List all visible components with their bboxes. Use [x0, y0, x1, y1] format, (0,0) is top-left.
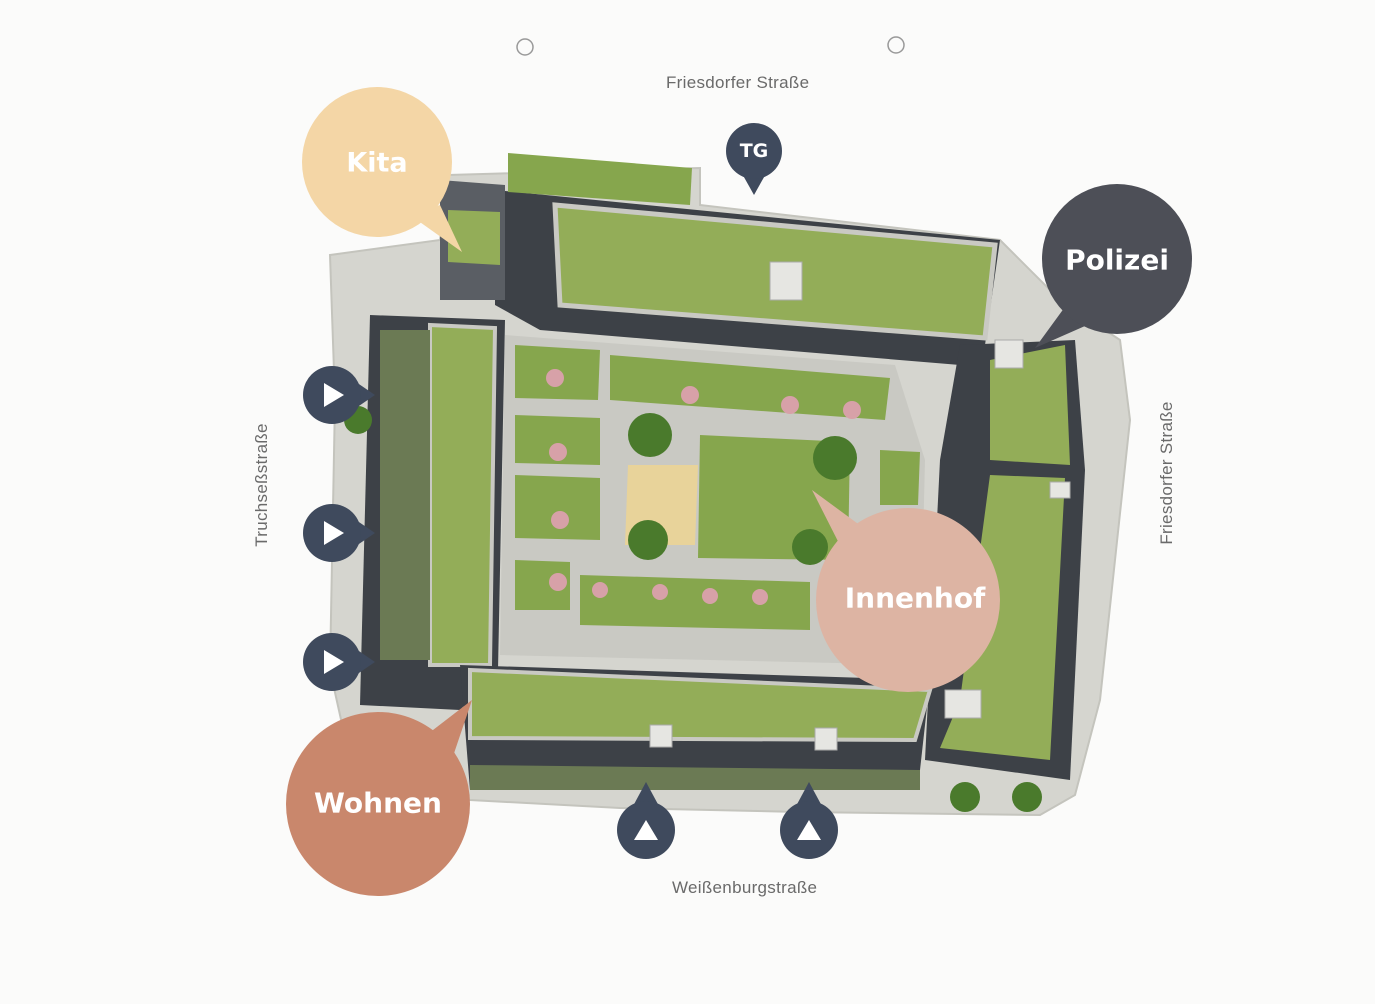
- central-lawn: [698, 435, 850, 560]
- tree: [950, 782, 980, 812]
- south-front-gardens: [470, 765, 920, 790]
- blossom-tree: [843, 401, 861, 419]
- roof-stair-house: [769, 261, 803, 301]
- private-garden: [580, 575, 810, 630]
- up-triangle-icon: [797, 820, 821, 840]
- private-garden: [515, 475, 600, 540]
- east-roof-north: [990, 345, 1070, 465]
- north-strip: [508, 153, 692, 205]
- blossom-tree: [549, 443, 567, 461]
- west-terraces: [380, 330, 430, 660]
- south-entrance-marker-1[interactable]: [617, 782, 675, 859]
- wohnen-label: Wohnen: [314, 786, 442, 820]
- tg-marker[interactable]: [726, 123, 782, 195]
- kita-bubble: [302, 87, 462, 252]
- blossom-tree: [546, 369, 564, 387]
- private-garden: [610, 355, 890, 420]
- punch-hole: [516, 38, 534, 56]
- roof-stair-house: [814, 727, 838, 751]
- street-label-west: Truchseßstraße: [252, 423, 271, 547]
- tree: [628, 413, 672, 457]
- blossom-tree: [551, 511, 569, 529]
- play-arrow-icon: [324, 383, 344, 407]
- street-label-north: Friesdorfer Straße: [666, 73, 810, 92]
- play-arrow-icon: [324, 650, 344, 674]
- roof-stair-house: [994, 339, 1024, 369]
- punch-hole: [887, 36, 905, 54]
- west-roof: [428, 322, 498, 667]
- polizei-label: Polizei: [1065, 243, 1169, 277]
- west-entrance-marker-3[interactable]: [303, 633, 375, 691]
- street-label-east: Friesdorfer Straße: [1157, 401, 1176, 545]
- wohnen-bubble: [286, 700, 472, 896]
- south-entrance-marker-2[interactable]: [780, 782, 838, 859]
- east-roof-south: [940, 475, 1065, 760]
- roof-stair-house: [944, 689, 982, 719]
- blossom-tree: [752, 589, 768, 605]
- blossom-tree: [652, 584, 668, 600]
- blossom-tree: [549, 573, 567, 591]
- private-garden: [515, 560, 570, 610]
- private-garden: [515, 415, 600, 465]
- blossom-tree: [681, 386, 699, 404]
- west-entrance-marker-2[interactable]: [303, 504, 375, 562]
- polizei-bubble: [1035, 184, 1192, 348]
- south-roof: [468, 667, 933, 743]
- kita-label: Kita: [346, 147, 408, 179]
- roof-stair-house: [649, 724, 673, 748]
- blossom-tree: [781, 396, 799, 414]
- tree: [1012, 782, 1042, 812]
- street-label-south: Weißenburgstraße: [672, 878, 818, 897]
- up-triangle-icon: [634, 820, 658, 840]
- innenhof-bubble: [812, 490, 1000, 692]
- blossom-tree: [592, 582, 608, 598]
- blossom-tree: [702, 588, 718, 604]
- play-arrow-icon: [324, 521, 344, 545]
- west-entrance-marker-1[interactable]: [303, 366, 375, 424]
- innenhof-label: Innenhof: [844, 581, 986, 615]
- roof-stair-house: [1049, 481, 1071, 499]
- tree: [792, 529, 828, 565]
- kita-garden: [448, 210, 500, 265]
- planting-bed: [880, 450, 920, 505]
- tree: [813, 436, 857, 480]
- tg-label: TG: [739, 140, 769, 162]
- tree: [628, 520, 668, 560]
